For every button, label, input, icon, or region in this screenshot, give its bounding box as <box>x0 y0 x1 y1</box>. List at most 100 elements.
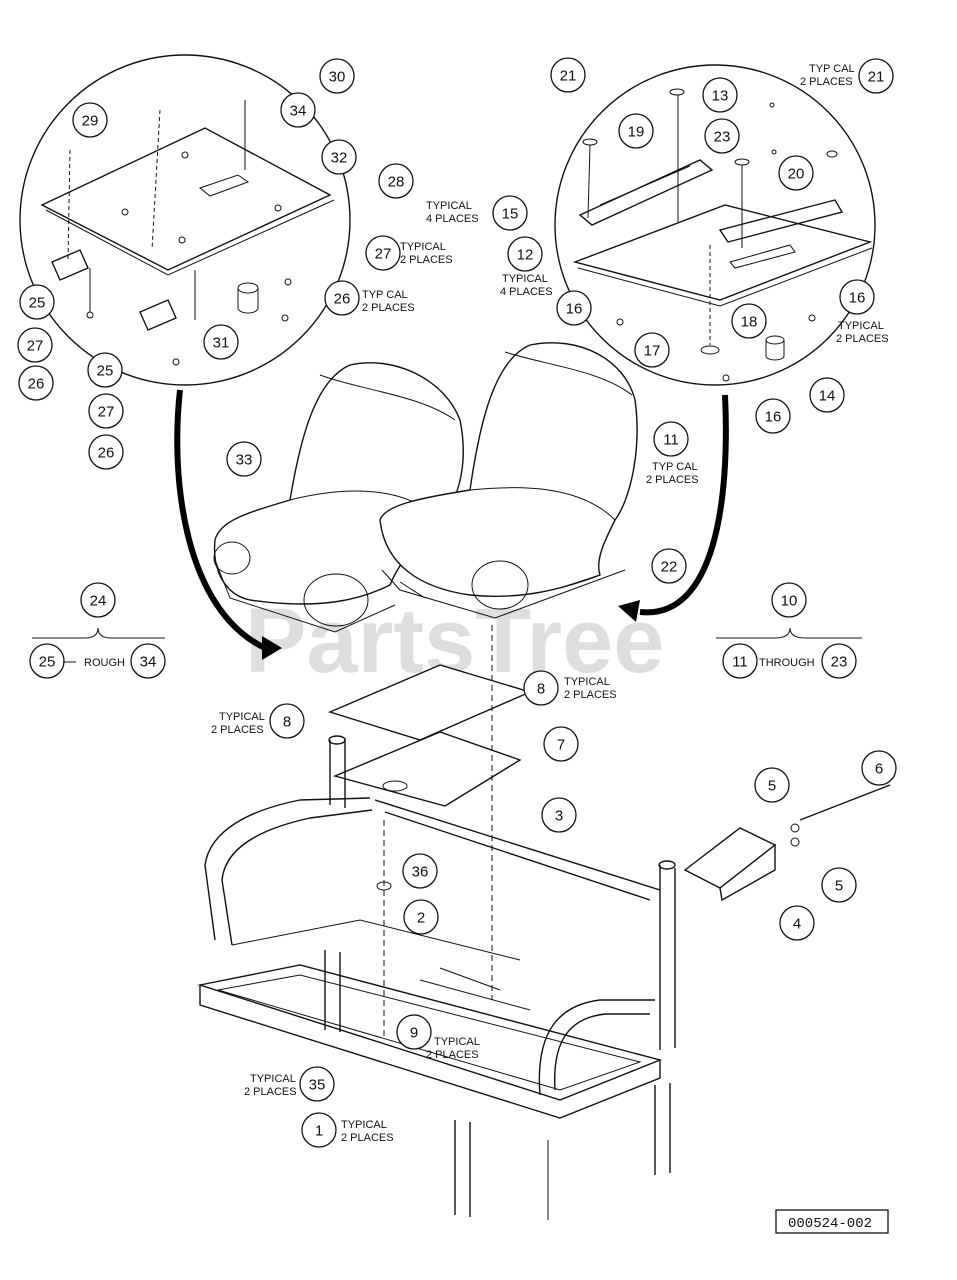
callout-label: 32 <box>331 150 348 167</box>
note-typical-1: TYPICAL <box>341 1119 387 1131</box>
callout-13: 13 <box>702 77 738 113</box>
callout-label: 5 <box>768 778 776 795</box>
callout-5: 5 <box>821 867 857 903</box>
callout-26: 26 <box>88 434 124 470</box>
group-bracket-10 <box>716 627 862 639</box>
callout-21: 21 <box>858 58 894 94</box>
callout-label: 3 <box>555 808 563 825</box>
callout-27: 27 <box>17 327 53 363</box>
callout-15: 15 <box>492 195 528 231</box>
seat-right <box>379 342 638 619</box>
callout-label: 15 <box>502 206 519 223</box>
figure-id-box: 000524-002 <box>775 1209 889 1234</box>
callout-11: 11 <box>653 421 689 457</box>
callout-label: 21 <box>560 68 577 85</box>
callout-36: 36 <box>402 853 438 889</box>
note-through: THROUGH <box>759 657 815 669</box>
callout-label: 22 <box>661 559 678 576</box>
callout-27: 27 <box>365 235 401 271</box>
callout-29: 29 <box>72 102 108 138</box>
callout-9: 9 <box>396 1014 432 1050</box>
callout-27: 27 <box>88 393 124 429</box>
note-2places-1: 2 PLACES <box>341 1132 394 1144</box>
callout-label: 11 <box>663 432 679 449</box>
callout-label: 10 <box>781 593 798 610</box>
callout-label: 7 <box>557 737 565 754</box>
note-4places-15: 4 PLACES <box>426 213 479 225</box>
figure-id: 000524-002 <box>788 1216 872 1232</box>
callout-25: 25 <box>87 352 123 388</box>
note-typical-15: TYPICAL <box>426 200 472 212</box>
seat-plate <box>40 127 332 271</box>
note-2places-21: 2 PLACES <box>800 76 853 88</box>
note-typical-27: TYPICAL <box>400 241 446 253</box>
linkage-rod <box>799 784 891 821</box>
note-2places-16: 2 PLACES <box>836 333 889 345</box>
callout-label: 1 <box>315 1123 323 1140</box>
note-typcal-26: TYP CAL <box>362 289 408 301</box>
callout-label: 34 <box>290 103 307 120</box>
callout-33: 33 <box>226 441 262 477</box>
note-2places-8a: 2 PLACES <box>211 724 264 736</box>
callout-label: 13 <box>712 88 729 105</box>
callout-label: 8 <box>537 681 545 698</box>
callout-group: 1234556788910111112131415161616171819202… <box>17 57 897 1148</box>
callout-10: 10 <box>771 582 807 618</box>
callout-28: 28 <box>378 163 414 199</box>
callout-label: 9 <box>410 1025 418 1042</box>
note-typcal-21: TYP CAL <box>809 63 855 75</box>
arrow-left-detail-to-seat <box>174 389 267 651</box>
callout-3: 3 <box>541 797 577 833</box>
callout-label: 25 <box>97 363 114 380</box>
note-2places-27: 2 PLACES <box>400 254 453 266</box>
callout-label: 2 <box>417 910 425 927</box>
callout-label: 24 <box>90 593 107 610</box>
callout-16: 16 <box>755 398 791 434</box>
note-2places-11: 2 PLACES <box>646 474 699 486</box>
callout-17: 17 <box>634 332 670 368</box>
callout-label: 25 <box>39 654 56 671</box>
callout-25: 25 <box>29 643 65 679</box>
callout-label: 16 <box>765 409 782 426</box>
notes-group: TYP CAL 2 PLACES TYPICAL 2 PLACES TYP CA… <box>84 63 889 1144</box>
callout-label: 30 <box>329 69 346 86</box>
callout-label: 19 <box>628 124 645 141</box>
callout-label: 20 <box>788 166 805 183</box>
callout-7: 7 <box>543 726 579 762</box>
callout-label: 26 <box>28 376 45 393</box>
callout-18: 18 <box>731 303 767 339</box>
callout-label: 33 <box>236 452 253 469</box>
callout-label: 25 <box>29 295 46 312</box>
callout-24: 24 <box>80 582 116 618</box>
callout-label: 36 <box>412 864 429 881</box>
callout-label: 27 <box>375 246 392 263</box>
note-typical-12: TYPICAL <box>502 273 548 285</box>
callout-label: 23 <box>831 654 848 671</box>
callout-23: 23 <box>704 118 740 154</box>
callout-11: 11 <box>722 643 758 679</box>
callout-23: 23 <box>821 643 857 679</box>
callout-label: 31 <box>213 335 230 352</box>
callout-1: 1 <box>301 1112 337 1148</box>
detail-circle-left <box>19 54 351 386</box>
callout-2: 2 <box>403 899 439 935</box>
callout-label: 8 <box>283 714 291 731</box>
note-typical-35: TYPICAL <box>250 1073 296 1085</box>
callout-5: 5 <box>754 767 790 803</box>
callout-4: 4 <box>779 905 815 941</box>
callout-8: 8 <box>523 670 559 706</box>
slide-plate <box>572 204 873 301</box>
callout-32: 32 <box>321 139 357 175</box>
note-2places-9: 2 PLACES <box>426 1049 479 1061</box>
note-typical-16: TYPICAL <box>838 320 884 332</box>
note-2places-26: 2 PLACES <box>362 302 415 314</box>
callout-label: 16 <box>566 301 583 318</box>
callout-34: 34 <box>130 643 166 679</box>
callout-label: 18 <box>741 314 758 331</box>
note-2places-35: 2 PLACES <box>244 1086 297 1098</box>
callout-label: 28 <box>388 174 405 191</box>
arrow-right-detail-to-seat <box>639 394 729 616</box>
note-typical-9: TYPICAL <box>434 1036 480 1048</box>
callout-25: 25 <box>19 284 55 320</box>
